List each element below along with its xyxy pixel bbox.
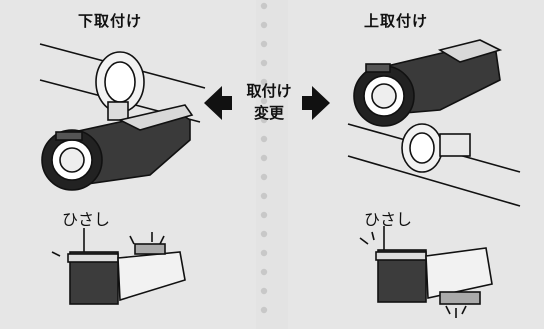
divider-dot [260, 268, 268, 276]
divider-dot [260, 97, 268, 105]
divider-dot [260, 306, 268, 314]
divider-dot [260, 230, 268, 238]
arrow-right-icon [302, 86, 330, 120]
divider-dot [260, 192, 268, 200]
mount-change-line2: 変更 [253, 104, 284, 122]
divider-dot [260, 59, 268, 67]
bottom-mount-side-view [51, 228, 186, 305]
bottom-mount-title: 下取付け [78, 12, 143, 30]
divider-dot [260, 21, 268, 29]
divider-dot [260, 173, 268, 181]
divider-dot [260, 135, 268, 143]
bottom-mount-light-illustration [39, 43, 206, 191]
divider-dot [260, 211, 268, 219]
visor-label-right: ひさし [364, 210, 413, 229]
divider-dot [260, 78, 268, 86]
divider-dot [260, 2, 268, 10]
visor-label-left: ひさし [62, 210, 111, 229]
mount-change-line1: 取付け [246, 82, 292, 100]
divider-dot [260, 116, 268, 124]
divider-dots [260, 2, 268, 314]
top-mount-light-illustration [347, 39, 521, 207]
divider-dot [260, 249, 268, 257]
divider-dot [260, 40, 268, 48]
mount-change-label: 取付け 変更 [234, 80, 304, 124]
arrow-left-icon [204, 86, 232, 120]
divider-dot [260, 287, 268, 295]
divider-dot [260, 154, 268, 162]
top-mount-side-view [359, 226, 493, 318]
top-mount-title: 上取付け [364, 12, 429, 30]
